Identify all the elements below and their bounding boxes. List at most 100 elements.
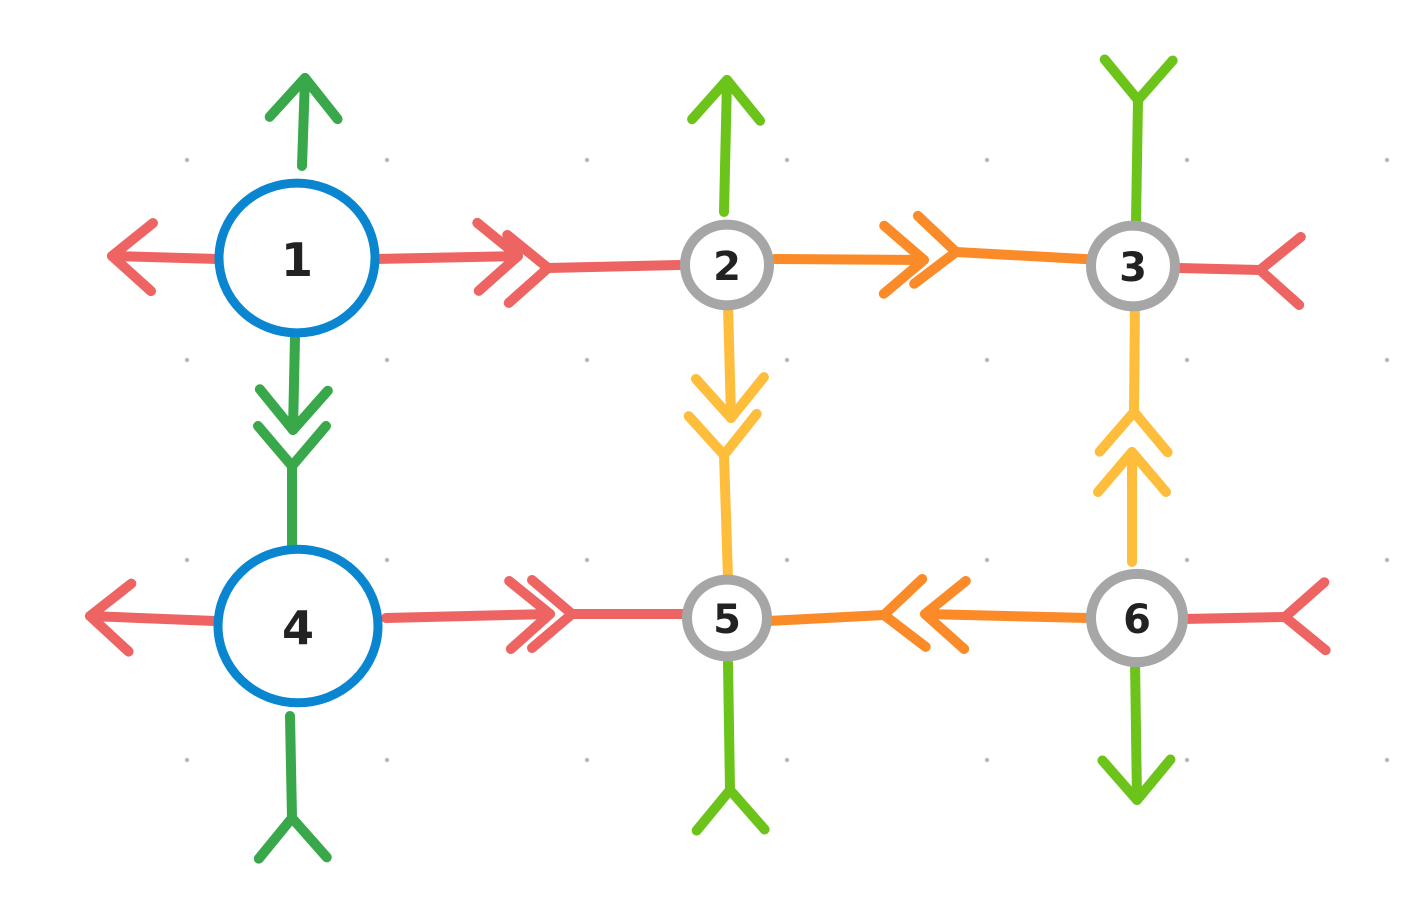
grid-dot xyxy=(184,557,190,563)
fork-head xyxy=(879,573,931,652)
edge-line xyxy=(543,260,684,273)
fork-head xyxy=(691,785,770,836)
fork-head xyxy=(253,813,332,864)
grid-dot xyxy=(584,757,590,763)
grid-dot xyxy=(1384,557,1390,563)
edge-line xyxy=(723,300,736,423)
grid-dot xyxy=(1384,157,1390,163)
fork-head xyxy=(1255,231,1306,310)
grid-dot xyxy=(984,557,990,563)
grid-dot xyxy=(784,557,790,563)
edge-node3-incoming-left xyxy=(909,210,1107,289)
node-label: 5 xyxy=(713,597,741,643)
node-label: 6 xyxy=(1123,597,1151,643)
edge-node6-to-node3 xyxy=(1093,447,1171,567)
grid-dot xyxy=(784,757,790,763)
edge-node4-stub-left xyxy=(85,578,220,657)
grid-dot xyxy=(184,757,190,763)
grid-dot xyxy=(1384,757,1390,763)
edge-node5-incoming-up xyxy=(683,408,762,583)
grid-dot xyxy=(584,157,590,163)
grid-dot xyxy=(1184,357,1190,363)
fork-head xyxy=(1099,54,1178,105)
edge-node5-incoming-left xyxy=(527,575,693,653)
grid-dot xyxy=(584,357,590,363)
arrowhead xyxy=(107,218,158,297)
edge-line xyxy=(1129,295,1140,417)
grid-dot xyxy=(984,757,990,763)
edge-line xyxy=(288,332,300,435)
edge-node5-incoming-down xyxy=(691,658,770,836)
grid-dot xyxy=(1184,557,1190,563)
grid-dot xyxy=(584,557,590,563)
edge-line xyxy=(719,450,733,583)
edge-node3-incoming-down xyxy=(1094,295,1173,458)
node-ring xyxy=(213,544,383,708)
arrowhead xyxy=(504,575,555,654)
dot-grid xyxy=(184,157,1390,763)
edge-node2-to-node5 xyxy=(690,300,769,423)
arrowhead xyxy=(878,220,929,299)
edge-node4-incoming-up xyxy=(253,421,331,550)
node-5: 5 xyxy=(682,574,772,662)
edge-line xyxy=(1131,95,1143,227)
edge-node6-stub-down xyxy=(1097,655,1176,805)
grid-dot xyxy=(1384,357,1390,363)
edge-line xyxy=(770,254,929,265)
node-label: 3 xyxy=(1119,245,1147,291)
node-ring xyxy=(1086,220,1180,312)
arrowhead xyxy=(1093,447,1171,497)
edge-line xyxy=(763,610,889,626)
grid-dot xyxy=(984,357,990,363)
edge-node1-to-node2 xyxy=(372,217,523,296)
edge-line xyxy=(920,609,1094,623)
fork-head xyxy=(909,210,961,289)
edge-node6-incoming-right xyxy=(1178,577,1331,656)
arrowhead xyxy=(920,575,971,654)
fork-head xyxy=(527,575,577,653)
grid-dot xyxy=(184,157,190,163)
node-3: 3 xyxy=(1086,220,1180,312)
edges xyxy=(85,54,1331,864)
grid-dot xyxy=(384,757,390,763)
fork-head xyxy=(1094,407,1173,458)
node-2: 2 xyxy=(680,219,774,311)
edge-line xyxy=(951,247,1107,265)
grid-dot xyxy=(984,157,990,163)
edge-node6-to-node5 xyxy=(920,575,1094,654)
grid-dot xyxy=(384,157,390,163)
edge-line xyxy=(297,73,310,171)
grid-dot xyxy=(784,357,790,363)
node-ring xyxy=(680,219,774,311)
grid-dot xyxy=(384,357,390,363)
edge-node1-to-node4 xyxy=(254,332,333,435)
edge-line xyxy=(1178,612,1290,624)
edge-node4-to-node5 xyxy=(381,575,555,654)
arrowhead xyxy=(254,384,333,435)
node-4: 4 xyxy=(213,544,383,708)
node-6: 6 xyxy=(1086,568,1188,668)
node-ring xyxy=(682,574,772,662)
edge-line xyxy=(372,251,523,264)
fork-head xyxy=(253,421,331,471)
edge-node2-incoming-left xyxy=(502,229,684,308)
fork-head xyxy=(502,229,553,308)
arrowhead xyxy=(687,75,766,126)
edge-line xyxy=(719,75,732,217)
grid-dot xyxy=(384,557,390,563)
grid-dot xyxy=(184,357,190,363)
edge-line xyxy=(285,711,297,823)
node-ring xyxy=(1086,568,1188,668)
node-label: 2 xyxy=(713,244,741,290)
arrowhead xyxy=(1097,754,1176,805)
fork-head xyxy=(683,408,762,460)
edge-line xyxy=(1130,655,1142,805)
edge-node1-stub-left xyxy=(107,218,223,297)
edge-line xyxy=(85,611,220,626)
fork-head xyxy=(1280,577,1331,656)
edge-node2-to-node3 xyxy=(770,220,929,299)
edge-node5-incoming-right xyxy=(763,573,931,652)
grid-dot xyxy=(1184,157,1190,163)
